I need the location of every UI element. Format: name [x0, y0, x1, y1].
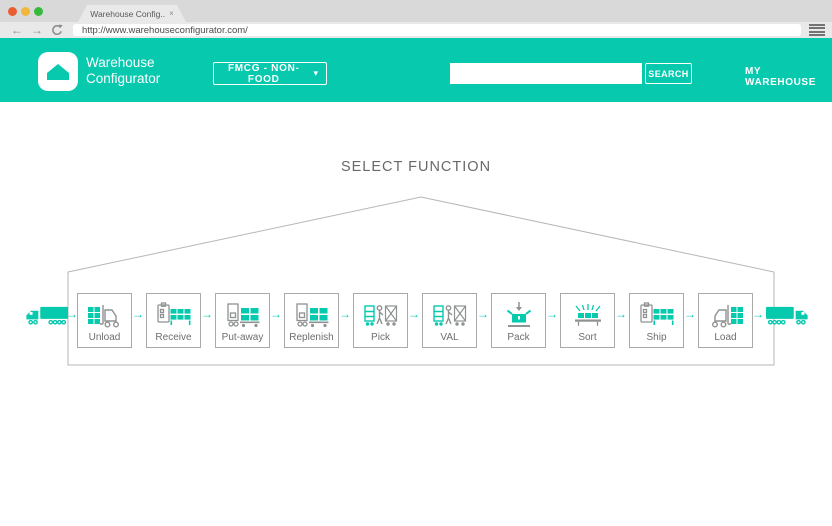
- main-content: SELECT FUNCTION: [0, 102, 832, 526]
- back-icon[interactable]: ←: [11, 23, 23, 37]
- forklift-unload-icon: [87, 305, 119, 328]
- category-dropdown-value: FMCG - NON-FOOD: [227, 62, 300, 85]
- flow-arrow-icon: →: [339, 307, 351, 321]
- forward-icon[interactable]: →: [31, 23, 43, 37]
- maximize-window-button[interactable]: [34, 7, 43, 16]
- sort-conveyor-icon: [574, 304, 601, 326]
- window-controls: [8, 7, 43, 16]
- forklift-load-icon: [711, 305, 743, 328]
- function-box-pack[interactable]: Pack: [491, 293, 546, 348]
- flow-arrow-icon: →: [408, 307, 420, 321]
- function-label: Pack: [507, 332, 530, 343]
- function-label: Unload: [88, 332, 121, 343]
- inbound-truck-icon: [24, 305, 68, 332]
- function-label: Put-away: [221, 332, 264, 343]
- clipboard-shelf-icon: [639, 302, 673, 325]
- flow-arrow-icon: →: [270, 307, 282, 321]
- trolley-person-cage-icon: [363, 305, 397, 326]
- browser-menu-icon[interactable]: [809, 23, 825, 37]
- category-dropdown[interactable]: FMCG - NON-FOOD ▾: [213, 62, 327, 85]
- pack-box-icon: [506, 302, 531, 327]
- function-box-ship[interactable]: Ship: [629, 293, 684, 348]
- function-box-receive[interactable]: Receive: [146, 293, 201, 348]
- function-label: Ship: [646, 332, 667, 343]
- flow-arrow-icon: →: [477, 307, 489, 321]
- function-box-unload[interactable]: Unload: [77, 293, 132, 348]
- function-label: Pick: [371, 332, 390, 343]
- flow-arrow-icon: →: [752, 307, 764, 321]
- app-header: Warehouse Configurator FMCG - NON-FOOD ▾…: [0, 40, 832, 102]
- minimize-window-button[interactable]: [21, 7, 30, 16]
- my-warehouse-link[interactable]: MY WAREHOUSE: [745, 66, 816, 88]
- clipboard-shelf-icon: [156, 302, 190, 325]
- function-label: Load: [714, 332, 737, 343]
- function-box-replenish[interactable]: Replenish: [284, 293, 339, 348]
- function-label: Sort: [578, 332, 597, 343]
- address-bar[interactable]: http://www.warehouseconfigurator.com/: [73, 24, 801, 36]
- chevron-down-icon: ▾: [313, 68, 318, 78]
- function-box-sort[interactable]: Sort: [560, 293, 615, 348]
- function-label: Receive: [155, 332, 192, 343]
- function-box-load[interactable]: Load: [698, 293, 753, 348]
- flow-arrow-icon: →: [66, 307, 78, 321]
- tab-strip: Warehouse Config.. ×: [0, 0, 832, 22]
- search-input[interactable]: [450, 63, 642, 84]
- flow-arrow-icon: →: [684, 307, 696, 321]
- flow-arrow-icon: →: [132, 307, 144, 321]
- function-box-put-away[interactable]: Put-away: [215, 293, 270, 348]
- function-box-val[interactable]: VAL: [422, 293, 477, 348]
- close-window-button[interactable]: [8, 7, 17, 16]
- flow-arrow-icon: →: [546, 307, 558, 321]
- search-bar: SEARCH: [450, 63, 692, 84]
- function-label: Replenish: [289, 332, 334, 343]
- page-title: SELECT FUNCTION: [340, 159, 492, 175]
- browser-tab[interactable]: Warehouse Config.. ×: [78, 5, 186, 22]
- function-box-pick[interactable]: Pick: [353, 293, 408, 348]
- reload-icon[interactable]: [51, 24, 63, 36]
- forklift-shelf-icon: [226, 303, 259, 328]
- forklift-shelf-icon: [295, 303, 328, 328]
- app-logo[interactable]: [38, 52, 78, 91]
- warehouse-home-icon: [47, 64, 69, 80]
- browser-chrome: Warehouse Config.. × ← → http://www.ware…: [0, 0, 832, 40]
- trolley-person-cage-icon: [432, 305, 466, 326]
- browser-toolbar: ← → http://www.warehouseconfigurator.com…: [0, 22, 832, 38]
- search-button[interactable]: SEARCH: [645, 63, 692, 84]
- outbound-truck-icon: [766, 305, 810, 332]
- tab-close-icon[interactable]: ×: [169, 9, 174, 18]
- tab-title: Warehouse Config..: [90, 8, 166, 19]
- brand-line1: Warehouse: [86, 55, 155, 70]
- flow-arrow-icon: →: [615, 307, 627, 321]
- brand-line2: Configurator: [86, 71, 161, 86]
- function-label: VAL: [440, 332, 459, 343]
- brand-title: Warehouse Configurator: [86, 55, 160, 87]
- flow-arrow-icon: →: [201, 307, 213, 321]
